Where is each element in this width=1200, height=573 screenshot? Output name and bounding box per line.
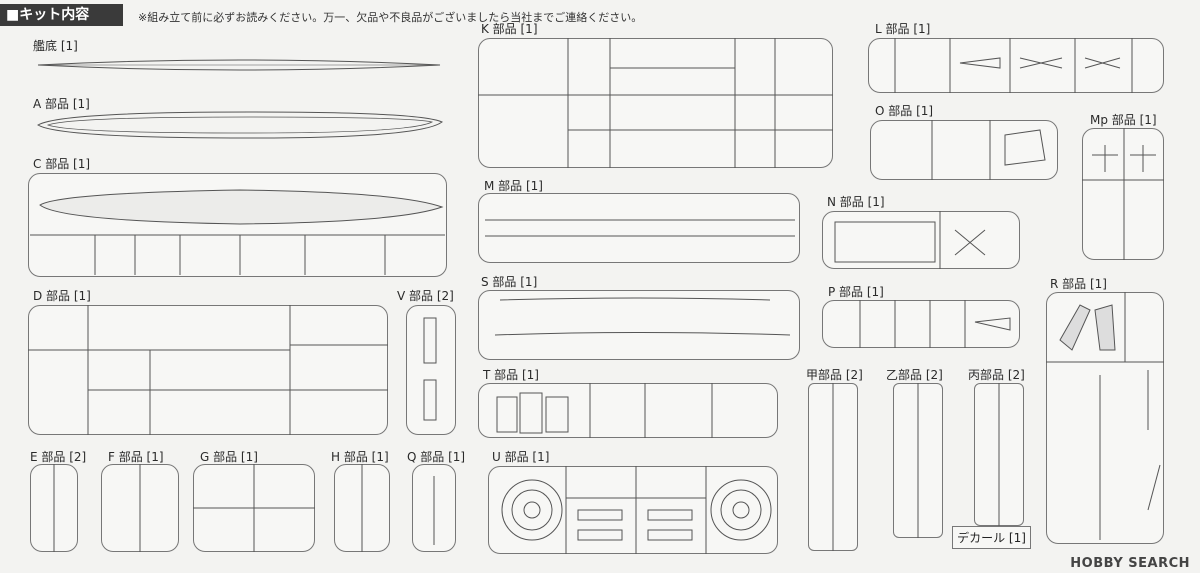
label-m-parts: M 部品 [1] xyxy=(484,179,543,193)
label-s-parts: S 部品 [1] xyxy=(481,275,538,289)
label-p-parts: P 部品 [1] xyxy=(828,285,884,299)
notice-text: ※組み立て前に必ずお読みください。万一、欠品や不良品がございましたら当社までご連… xyxy=(138,11,643,24)
sprue-l xyxy=(868,38,1164,93)
sprue-m xyxy=(478,193,800,263)
label-otsu-parts: 乙部品 [2] xyxy=(886,368,943,382)
label-f-parts: F 部品 [1] xyxy=(108,450,164,464)
label-l-parts: L 部品 [1] xyxy=(875,22,931,36)
label-g-parts: G 部品 [1] xyxy=(200,450,258,464)
label-h-parts: H 部品 [1] xyxy=(331,450,389,464)
label-n-parts: N 部品 [1] xyxy=(827,195,885,209)
label-mp-parts: Mp 部品 [1] xyxy=(1090,113,1157,127)
label-c-parts: C 部品 [1] xyxy=(33,157,91,171)
sprue-k xyxy=(478,38,833,168)
hull-bottom-part xyxy=(37,59,441,71)
label-r-parts: R 部品 [1] xyxy=(1050,277,1107,291)
sprue-o xyxy=(870,120,1058,180)
sprue-v xyxy=(406,305,456,435)
label-a-parts: A 部品 [1] xyxy=(33,97,90,111)
sprue-t xyxy=(478,383,778,438)
label-t-parts: T 部品 [1] xyxy=(483,368,539,382)
decal-sheet: デカール [1] xyxy=(952,526,1031,549)
label-e-parts: E 部品 [2] xyxy=(30,450,87,464)
label-q-parts: Q 部品 [1] xyxy=(407,450,466,464)
a-hull-side xyxy=(37,111,443,139)
label-k-parts: K 部品 [1] xyxy=(481,22,538,36)
c-deck xyxy=(39,189,444,225)
label-v-parts: V 部品 [2] xyxy=(397,289,454,303)
sprue-s xyxy=(478,290,800,360)
sprue-mp xyxy=(1082,128,1164,260)
label-hull-bottom: 艦底 [1] xyxy=(33,39,78,53)
sprue-n xyxy=(822,211,1020,269)
label-d-parts: D 部品 [1] xyxy=(33,289,91,303)
watermark: HOBBY SEARCH xyxy=(1070,556,1190,571)
sprue-p xyxy=(822,300,1020,348)
kit-contents-title: ■キット内容 xyxy=(0,4,123,26)
label-o-parts: O 部品 [1] xyxy=(875,104,934,118)
label-kou-parts: 甲部品 [2] xyxy=(806,368,863,382)
label-u-parts: U 部品 [1] xyxy=(492,450,550,464)
label-hei-parts: 丙部品 [2] xyxy=(968,368,1025,382)
